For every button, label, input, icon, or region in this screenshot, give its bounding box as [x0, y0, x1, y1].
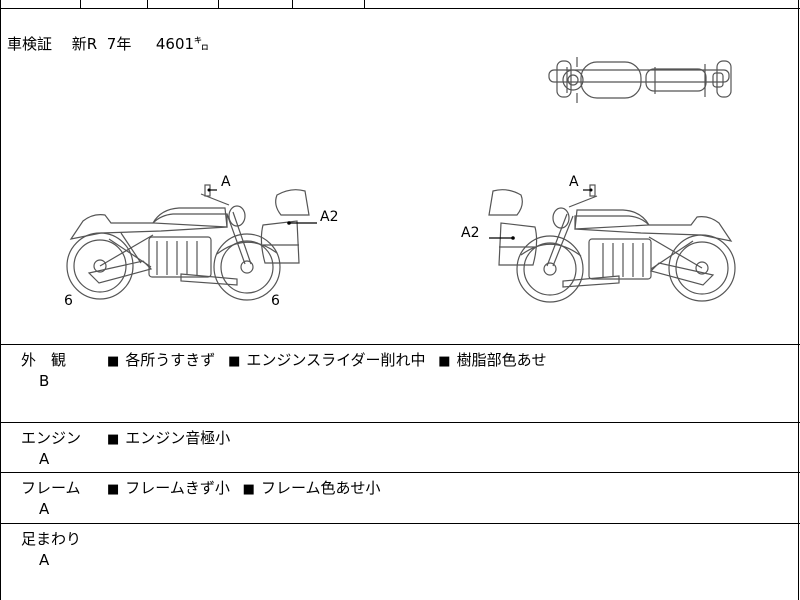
condition-notes: ■ 各所うすきず ■ エンジンスライダー削れ中 ■ 樹脂部色あせ	[107, 349, 555, 370]
left-front-tire-mark: 6	[271, 293, 280, 309]
left-rear-tire-mark: 6	[64, 293, 73, 309]
right-motorcycle-diagram	[488, 184, 736, 303]
condition-row-exterior: 外 観 B ■ 各所うすきず ■ エンジンスライダー削れ中 ■ 樹脂部色あせ	[1, 345, 800, 423]
damage-diagram: 車検証 新R 7年 4601㌔	[1, 9, 800, 345]
condition-notes: ■ エンジン音極小	[107, 427, 238, 448]
condition-row-frame: フレーム A ■ フレームきず小 ■ フレーム色あせ小	[1, 473, 800, 524]
header-cell	[219, 0, 293, 9]
bullet-icon: ■	[438, 354, 451, 369]
bullet-icon: ■	[107, 482, 120, 497]
header-cell	[81, 0, 148, 9]
condition-row-engine: エンジン A ■ エンジン音極小	[1, 423, 800, 473]
condition-grade: A	[39, 551, 50, 569]
header-cell	[148, 0, 219, 9]
condition-label: 外 観	[21, 351, 67, 369]
header-strip	[1, 0, 800, 9]
condition-note: フレームきず小	[125, 479, 230, 497]
condition-grade: A	[39, 500, 50, 518]
condition-grade: A	[39, 450, 50, 468]
left-motorcycle-diagram	[66, 184, 310, 301]
right-handlebar-mark: A	[569, 174, 579, 190]
condition-note: 各所うすきず	[125, 351, 216, 369]
condition-label: フレーム	[21, 479, 81, 497]
left-handlebar-mark: A	[221, 174, 231, 190]
condition-notes: ■ フレームきず小 ■ フレーム色あせ小	[107, 477, 389, 498]
condition-note: フレーム色あせ小	[260, 479, 381, 497]
condition-label: エンジン	[21, 429, 82, 447]
bullet-icon: ■	[228, 354, 241, 369]
condition-note: エンジンスライダー削れ中	[246, 351, 426, 369]
bullet-icon: ■	[107, 432, 120, 447]
left-case-mark: A2	[320, 209, 339, 225]
motorcycle-diagrams	[66, 57, 736, 303]
inspection-type: 新R	[71, 35, 98, 53]
header-cell	[1, 0, 81, 9]
condition-row-suspension: 足まわり A	[1, 524, 800, 600]
condition-grade: B	[39, 372, 50, 390]
condition-label: 足まわり	[21, 530, 82, 548]
bullet-icon: ■	[107, 354, 120, 369]
inspection-label: 車検証	[7, 35, 53, 53]
condition-note: エンジン音極小	[125, 429, 231, 447]
condition-note: 樹脂部色あせ	[456, 351, 547, 369]
inspection-info: 車検証 新R 7年 4601㌔	[7, 33, 209, 54]
right-case-mark: A2	[461, 225, 480, 241]
inspection-years: 7年	[106, 35, 132, 53]
top-view-motorcycle	[548, 57, 732, 103]
header-cell	[293, 0, 365, 9]
bullet-icon: ■	[242, 482, 255, 497]
inspection-mileage: 4601㌔	[155, 35, 210, 53]
